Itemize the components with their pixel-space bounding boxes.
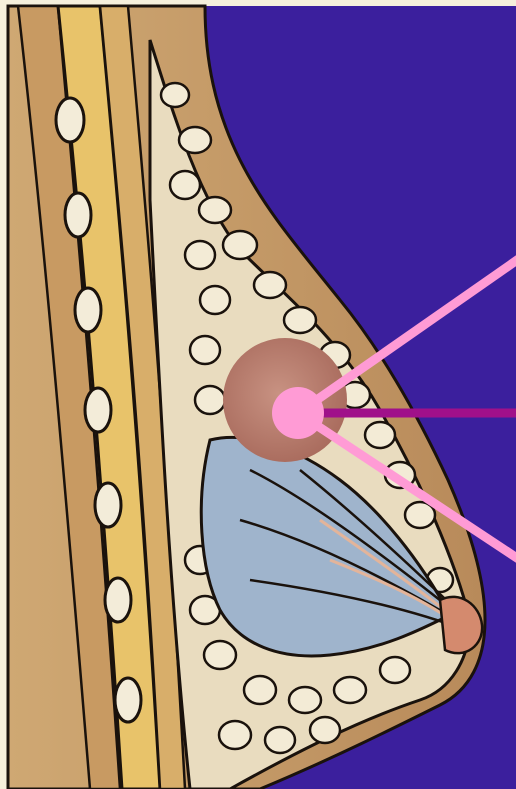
tumor-marker-dot bbox=[272, 387, 324, 439]
